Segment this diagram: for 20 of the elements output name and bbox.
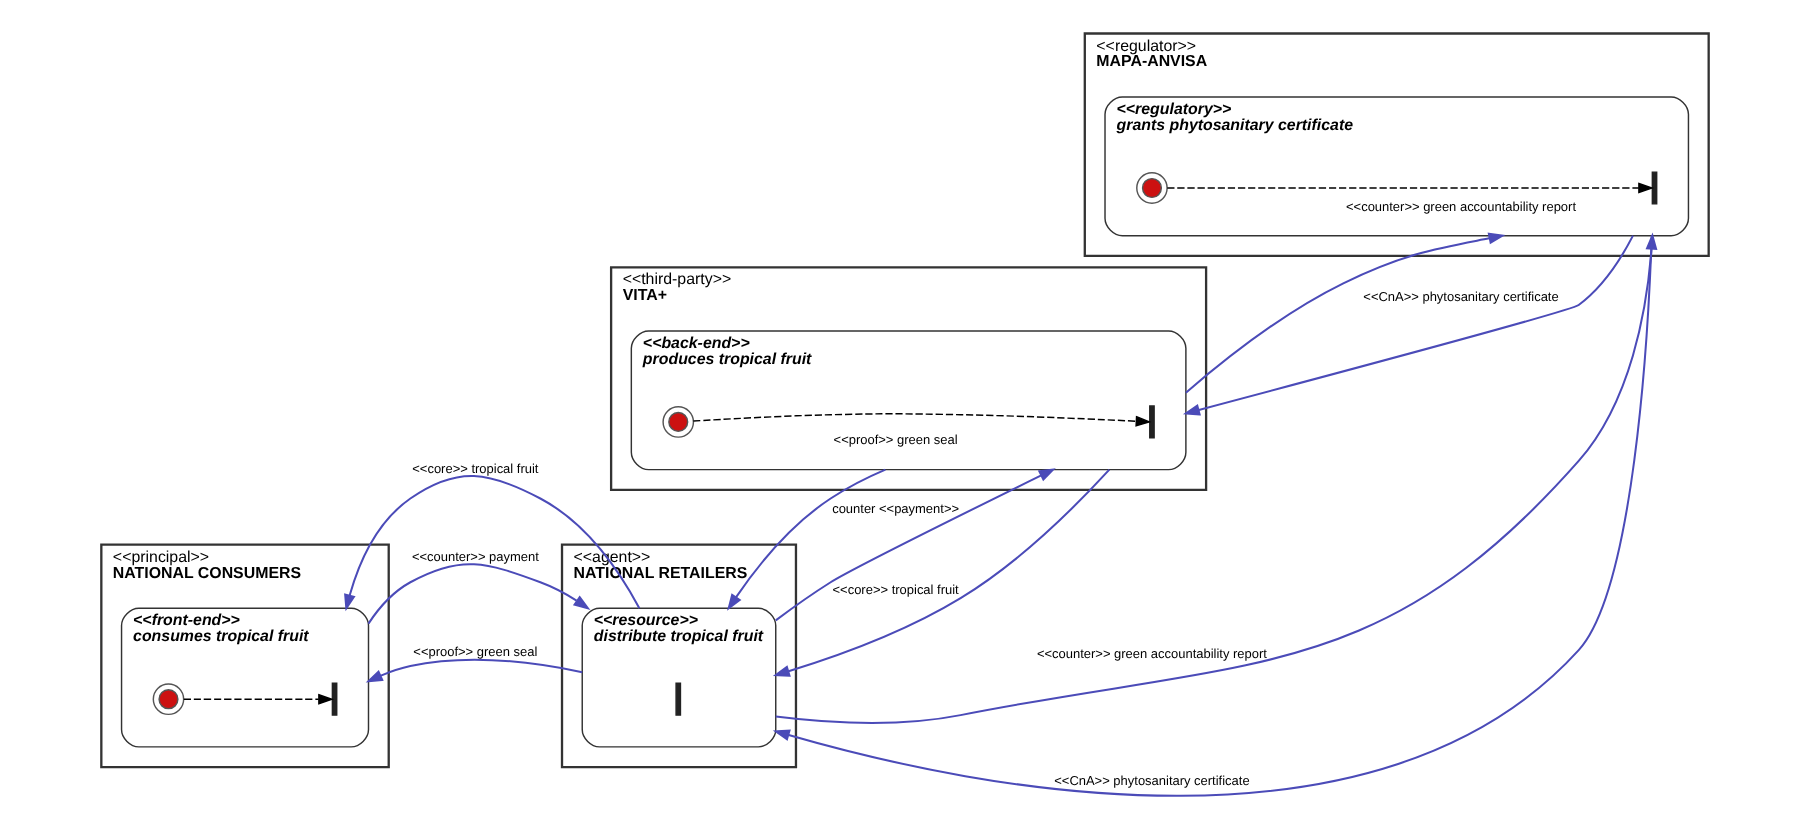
node-bar [331, 682, 338, 716]
arrow [365, 658, 583, 683]
arrow [772, 468, 1111, 677]
node-circle [152, 683, 185, 716]
arrow [775, 468, 1056, 622]
cluster: <<resource>> distribute tropical fruit [581, 607, 777, 748]
arrow [727, 468, 886, 611]
arrow [344, 475, 641, 612]
node-bar [1149, 405, 1155, 439]
node-bar [675, 682, 682, 716]
node-bar [1651, 171, 1658, 205]
arrow [1182, 235, 1634, 416]
arrow [1166, 182, 1655, 194]
node-circle [662, 406, 695, 438]
arrow [183, 693, 335, 705]
arrow [367, 563, 591, 625]
arrow [1185, 232, 1506, 394]
node-circle [1136, 172, 1168, 204]
arrow [692, 413, 1152, 427]
cluster: <<front-end>> consumes tropical fruit [120, 607, 370, 748]
